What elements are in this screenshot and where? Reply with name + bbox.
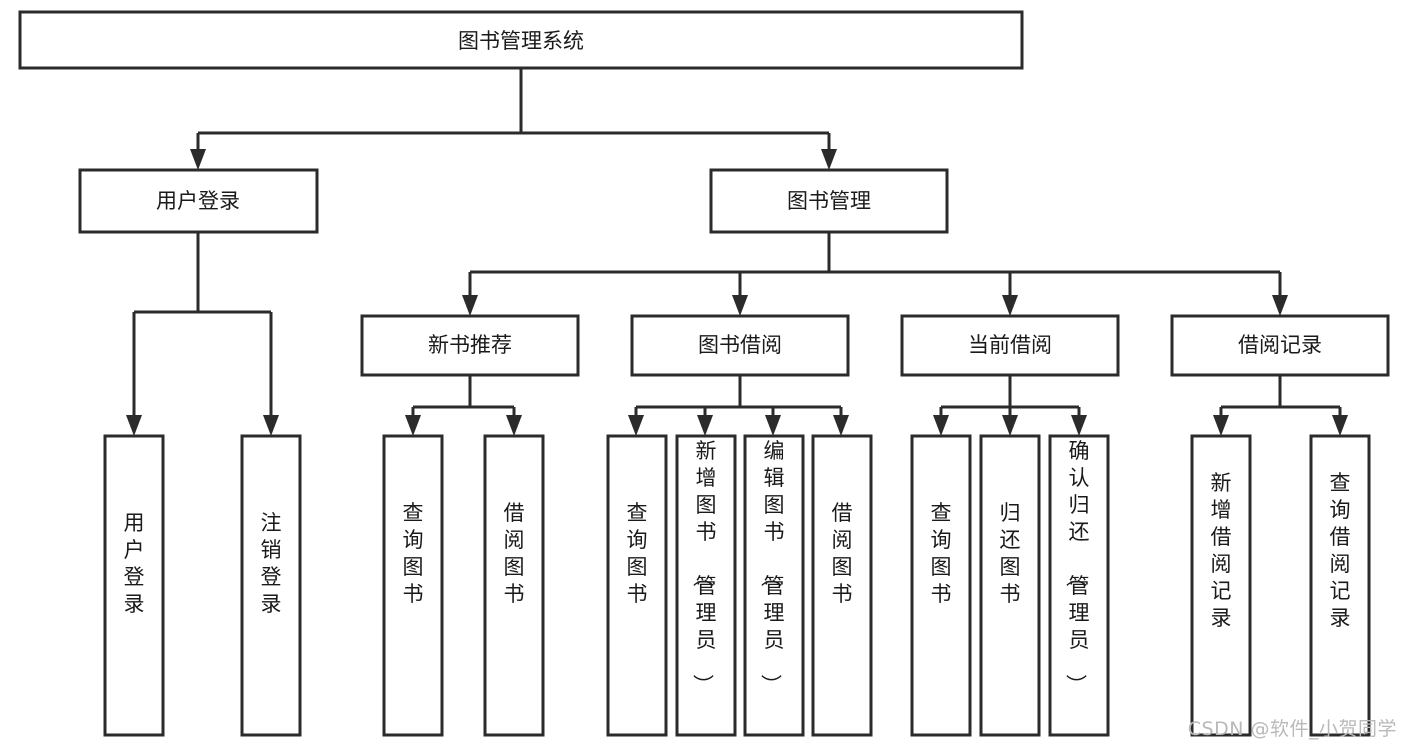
arrow-new-book-leaf-2 (506, 415, 522, 436)
leaf-book-borrow-query[interactable]: 查询图书 (606, 434, 668, 737)
node-book-borrow[interactable]: 图书借阅 (630, 314, 850, 377)
arrow-borrow-record-leaf-2 (1332, 415, 1348, 436)
leaf-user-login-logout-label: 注销登录 (261, 511, 282, 616)
leaf-user-login-login[interactable]: 用户登录 (103, 434, 165, 737)
node-new-book-recommend[interactable]: 新书推荐 (360, 314, 580, 377)
node-user-login-label: 用户登录 (156, 189, 240, 213)
node-root[interactable]: 图书管理系统 (18, 10, 1024, 70)
leaf-book-borrow-add[interactable]: 新增图书（管理员） (675, 434, 737, 737)
arrow-to-book-mgmt (821, 149, 837, 170)
node-user-login-box[interactable] (78, 168, 319, 234)
leaf-current-borrow-confirm-label: 确认归还（管理员） (1064, 439, 1090, 695)
arrow-book-borrow-leaf-4 (833, 415, 849, 436)
leaf-borrow-record-add-box[interactable] (1190, 434, 1252, 737)
leaf-current-borrow-query-label: 查询图书 (931, 501, 952, 606)
leaf-current-borrow-return-box[interactable] (979, 434, 1041, 737)
arrow-current-borrow-leaf-3 (1071, 415, 1087, 436)
leaf-book-borrow-edit-box[interactable] (743, 434, 805, 737)
leaf-current-borrow-query-box[interactable] (910, 434, 972, 737)
node-root-box[interactable] (18, 10, 1024, 70)
leaf-current-borrow-confirm-box[interactable] (1048, 434, 1110, 737)
leaf-user-login-login-box[interactable] (103, 434, 165, 737)
leaf-borrow-record-query[interactable]: 查询借阅记录 (1309, 434, 1371, 737)
leaf-borrow-record-add-label: 新增借阅记录 (1211, 471, 1232, 630)
node-borrow-record-label: 借阅记录 (1238, 333, 1322, 357)
leaf-book-borrow-edit-label: 编辑图书（管理员） (759, 439, 785, 695)
leaf-book-borrow-borrow-label: 借阅图书 (832, 501, 853, 606)
leaf-borrow-record-query-label: 查询借阅记录 (1330, 471, 1351, 630)
leaf-user-login-logout[interactable]: 注销登录 (240, 434, 302, 737)
leaf-new-book-query[interactable]: 查询图书 (382, 434, 444, 737)
node-book-management-box[interactable] (709, 168, 949, 234)
leaf-book-borrow-borrow[interactable]: 借阅图书 (811, 434, 873, 737)
leaf-book-borrow-borrow-box[interactable] (811, 434, 873, 737)
leaf-current-borrow-query[interactable]: 查询图书 (910, 434, 972, 737)
leaf-new-book-borrow[interactable]: 借阅图书 (483, 434, 545, 737)
node-book-borrow-box[interactable] (630, 314, 850, 377)
leaf-new-book-query-label: 查询图书 (403, 501, 424, 606)
leaf-borrow-record-query-box[interactable] (1309, 434, 1371, 737)
arrow-current-borrow-leaf-2 (1002, 415, 1018, 436)
node-current-borrow[interactable]: 当前借阅 (900, 314, 1120, 377)
leaf-book-borrow-query-label: 查询图书 (627, 501, 648, 606)
node-new-book-recommend-label: 新书推荐 (428, 333, 512, 357)
leaf-user-login-logout-box[interactable] (240, 434, 302, 737)
arrow-borrow-record-leaf-1 (1213, 415, 1229, 436)
leaf-borrow-record-add[interactable]: 新增借阅记录 (1190, 434, 1252, 737)
leaf-user-login-login-label: 用户登录 (124, 511, 145, 616)
node-current-borrow-box[interactable] (900, 314, 1120, 377)
connectors (126, 68, 1348, 436)
leaf-current-borrow-return-label: 归还图书 (1000, 501, 1021, 606)
arrow-book-borrow-leaf-3 (765, 415, 781, 436)
arrow-to-user-login (190, 149, 206, 170)
arrow-current-borrow-leaf-1 (933, 415, 949, 436)
arrow-to-borrow-record (1272, 295, 1288, 316)
node-new-book-recommend-box[interactable] (360, 314, 580, 377)
node-user-login[interactable]: 用户登录 (78, 168, 319, 234)
arrow-book-borrow-leaf-1 (628, 415, 644, 436)
arrow-to-book-borrow (732, 295, 748, 316)
node-book-management[interactable]: 图书管理 (709, 168, 949, 234)
leaf-book-borrow-add-box[interactable] (675, 434, 737, 737)
node-borrow-record-box[interactable] (1170, 314, 1390, 377)
node-book-management-label: 图书管理 (787, 189, 871, 213)
leaf-current-borrow-confirm[interactable]: 确认归还（管理员） (1048, 434, 1110, 737)
leaf-book-borrow-edit[interactable]: 编辑图书（管理员） (743, 434, 805, 737)
leaf-book-borrow-query-box[interactable] (606, 434, 668, 737)
arrow-user-login-leaf-1 (126, 415, 142, 436)
leaf-new-book-query-box[interactable] (382, 434, 444, 737)
leaf-current-borrow-return[interactable]: 归还图书 (979, 434, 1041, 737)
leaf-new-book-borrow-label: 借阅图书 (504, 501, 525, 606)
arrow-user-login-leaf-2 (263, 415, 279, 436)
node-root-label: 图书管理系统 (458, 29, 584, 53)
leaf-book-borrow-add-label: 新增图书（管理员） (691, 439, 717, 695)
node-book-borrow-label: 图书借阅 (698, 333, 782, 357)
node-current-borrow-label: 当前借阅 (968, 333, 1052, 357)
arrow-new-book-leaf-1 (405, 415, 421, 436)
node-borrow-record[interactable]: 借阅记录 (1170, 314, 1390, 377)
arrow-to-current-borrow (1002, 295, 1018, 316)
arrow-book-borrow-leaf-2 (697, 415, 713, 436)
arrow-to-new-book (462, 295, 478, 316)
leaf-new-book-borrow-box[interactable] (483, 434, 545, 737)
